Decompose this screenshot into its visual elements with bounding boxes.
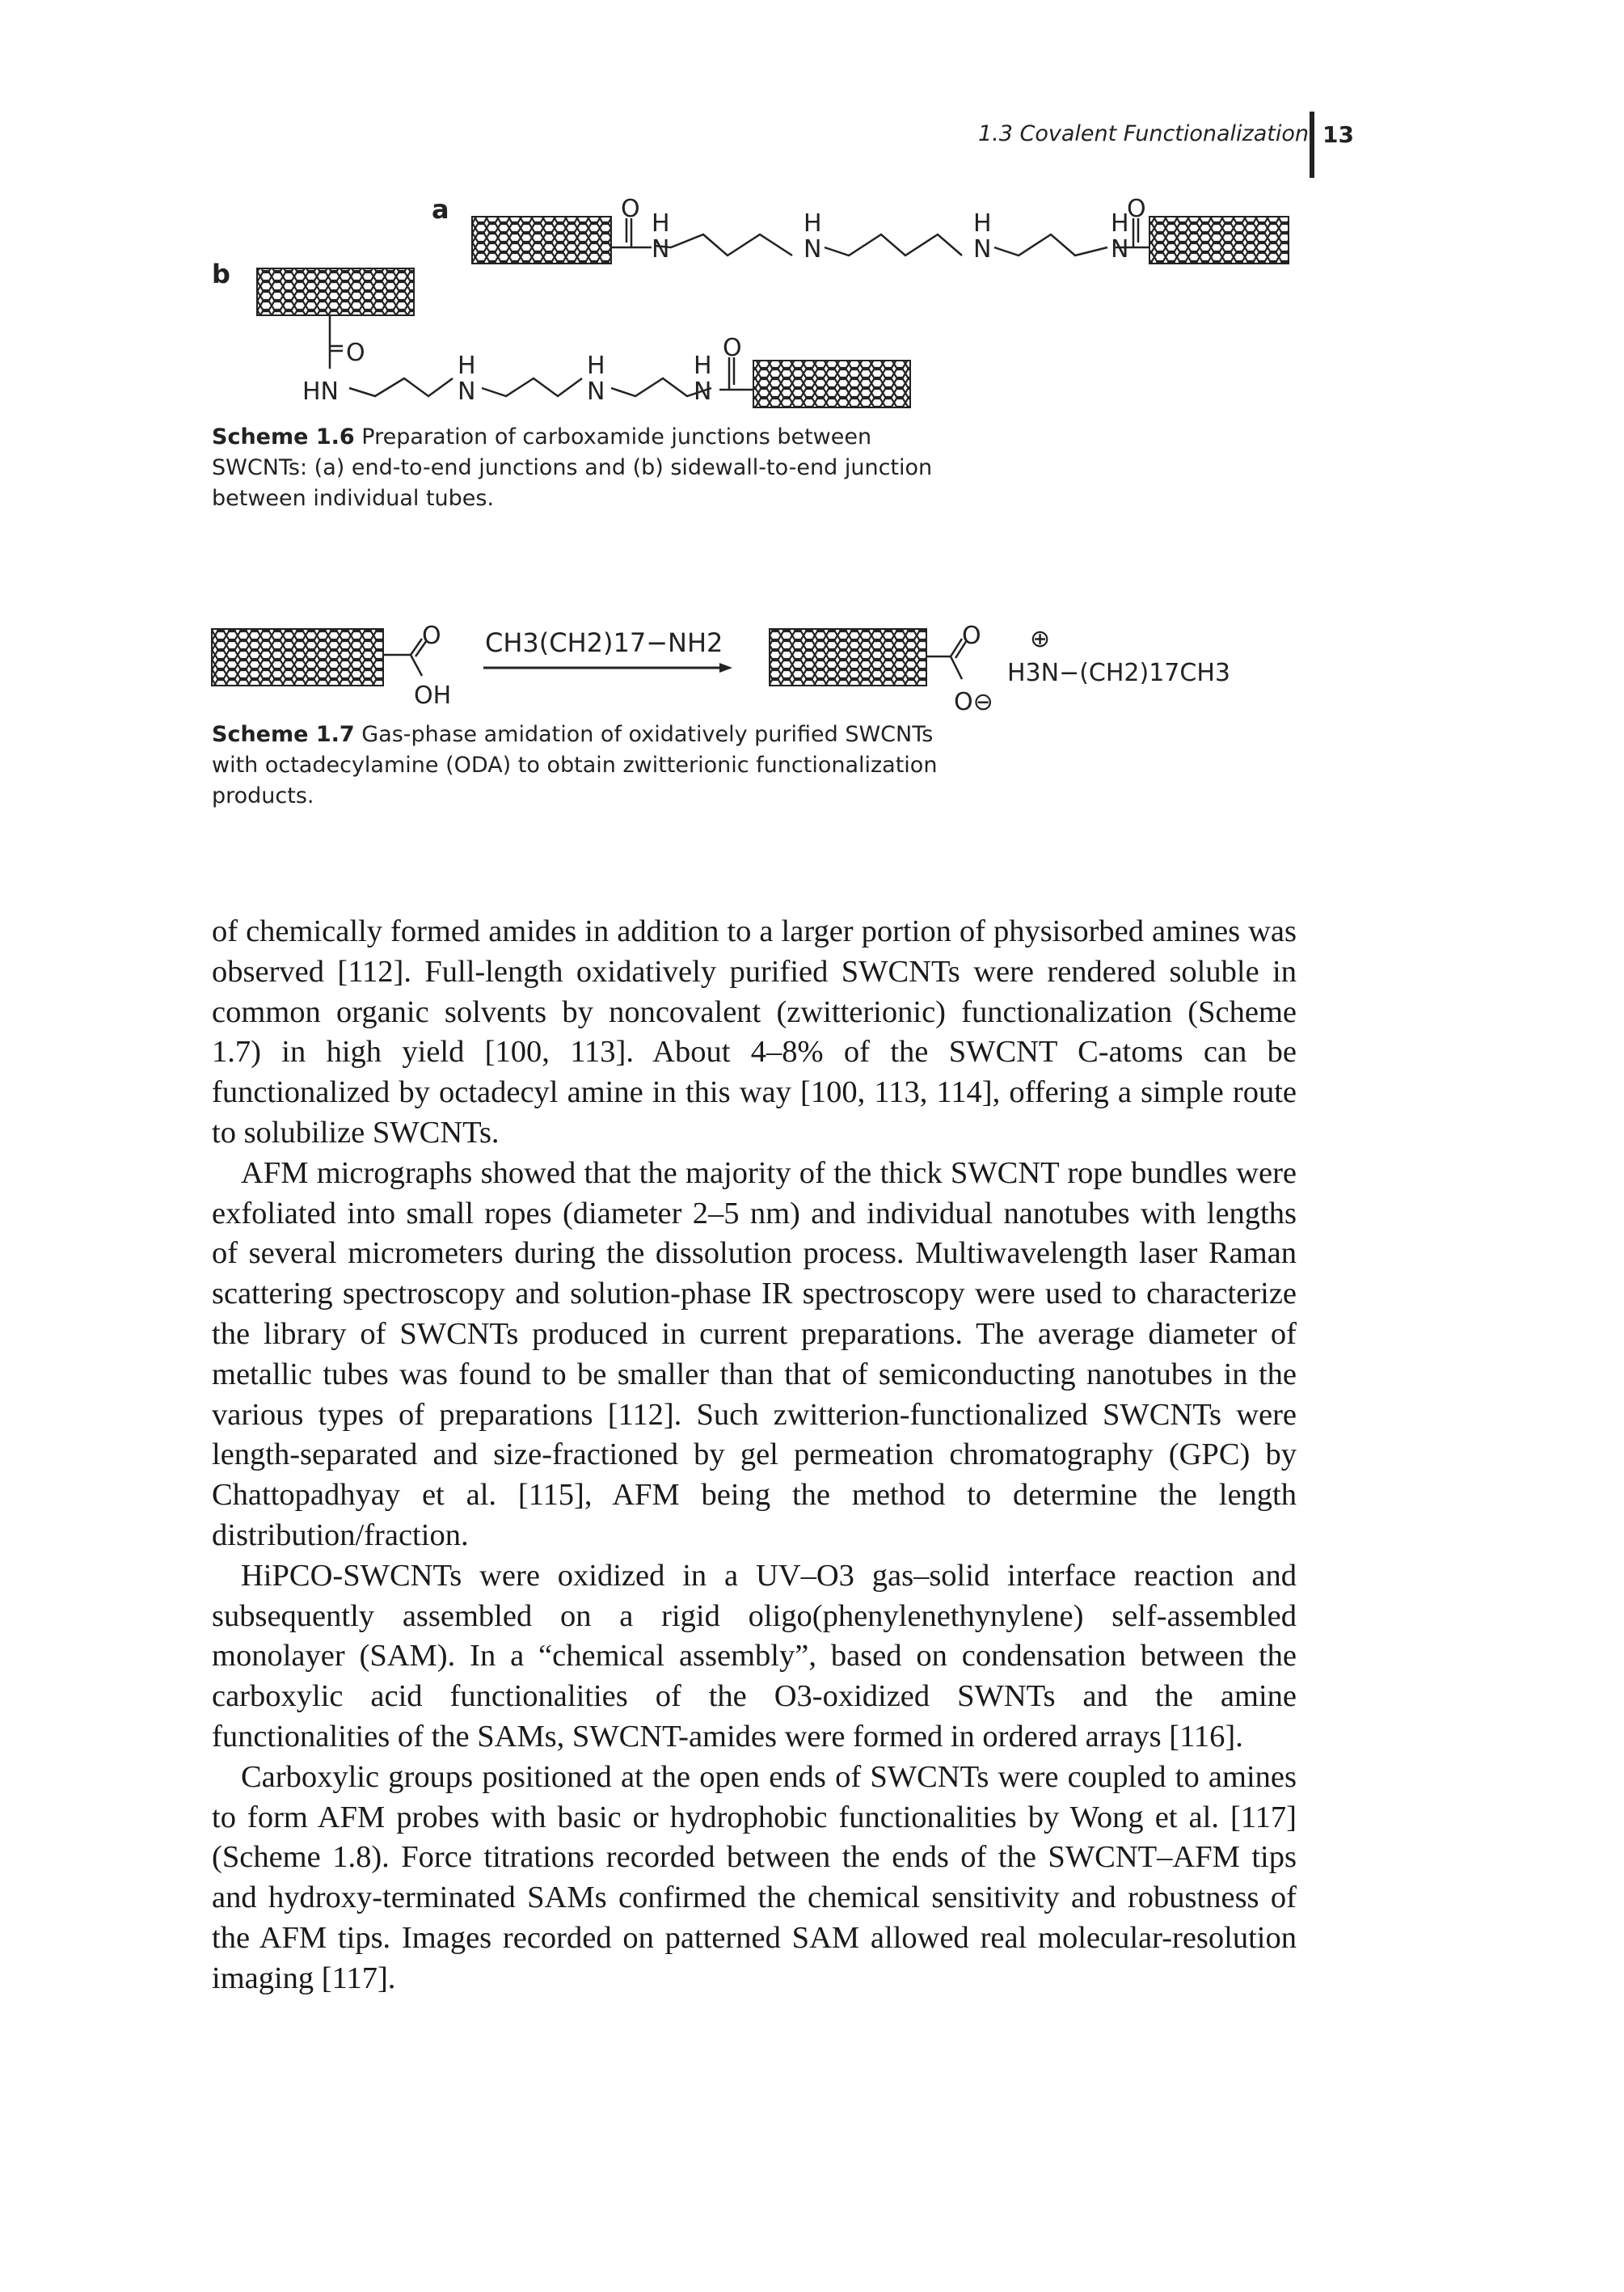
atom-n-b2: N	[458, 378, 475, 406]
nanotube-a-left	[471, 216, 612, 264]
caption-label-1-7: Scheme 1.7	[212, 722, 355, 747]
atom-h-a3: H	[973, 209, 992, 238]
panel-label-b: b	[212, 259, 230, 289]
nanotube-reactant	[211, 628, 384, 686]
atom-h-b3: H	[587, 352, 605, 380]
atom-n-b3: N	[587, 378, 605, 406]
running-header-title: 1.3 Covalent Functionalization	[977, 121, 1309, 146]
header-rule	[1310, 112, 1314, 178]
paragraph-2: AFM micrographs showed that the majority…	[212, 1155, 1297, 1552]
product-oxide-anion: O⊖	[954, 688, 993, 716]
atom-o-a1: O	[621, 195, 640, 223]
nanotube-b-end	[753, 360, 911, 408]
atom-n-a4: N	[1111, 235, 1128, 264]
paragraph-3: HiPCO-SWCNTs were oxidized in a UV–O3 ga…	[212, 1558, 1297, 1754]
atom-h-a4: H	[1111, 209, 1129, 238]
atom-h-b4: H	[694, 352, 712, 380]
reagent-label: CH3(CH2)17−NH2	[485, 627, 723, 658]
atom-h-a2: H	[804, 209, 822, 238]
chain-b	[328, 315, 753, 398]
ammonium-label: H3N−(CH2)17CH3	[1007, 659, 1230, 687]
nanotube-product	[769, 628, 927, 686]
atom-h-b2: H	[458, 352, 476, 380]
carboxyl-bonds	[383, 638, 428, 677]
body-text: of chemically formed amides in addition …	[212, 912, 1297, 1999]
nanotube-a-right	[1149, 216, 1289, 264]
schemes-figure: a b O H N H N H N H N O O HN H N	[211, 194, 1289, 716]
caption-text-1-6: Preparation of carboxamide junctions bet…	[212, 424, 933, 511]
acid-hydroxyl: OH	[414, 682, 451, 710]
nanotube-b-sidewall	[256, 268, 415, 316]
caption-scheme-1-6: Scheme 1.6 Preparation of carboxamide ju…	[212, 422, 939, 514]
acid-oxygen: O	[422, 622, 441, 650]
ammonium-charge: ⊕	[1030, 625, 1050, 653]
atom-n-a3: N	[973, 235, 991, 264]
atom-n-a1: N	[652, 235, 669, 264]
atom-h-a1: H	[652, 209, 670, 238]
atom-n-b4: N	[694, 378, 711, 406]
product-oxygen: O	[962, 622, 981, 650]
panel-label-a: a	[432, 194, 449, 225]
caption-label-1-6: Scheme 1.6	[212, 424, 355, 450]
caption-text-1-7: Gas-phase amidation of oxidatively purif…	[212, 722, 938, 808]
caption-scheme-1-7: Scheme 1.7 Gas-phase amidation of oxidat…	[212, 720, 939, 812]
carboxylate-bonds	[926, 638, 968, 680]
atom-o-a2: O	[1127, 195, 1146, 223]
atom-hn-b1: HN	[302, 378, 339, 406]
chain-a	[611, 218, 1149, 257]
page-number: 13	[1322, 121, 1354, 148]
atom-o-b5: O	[723, 334, 742, 362]
atom-n-a2: N	[804, 235, 821, 264]
atom-o-b1: O	[346, 339, 365, 367]
paragraph-1: of chemically formed amides in addition …	[212, 914, 1297, 1150]
reaction-arrow	[483, 663, 732, 673]
paragraph-4: Carboxylic groups positioned at the open…	[212, 1759, 1297, 1995]
